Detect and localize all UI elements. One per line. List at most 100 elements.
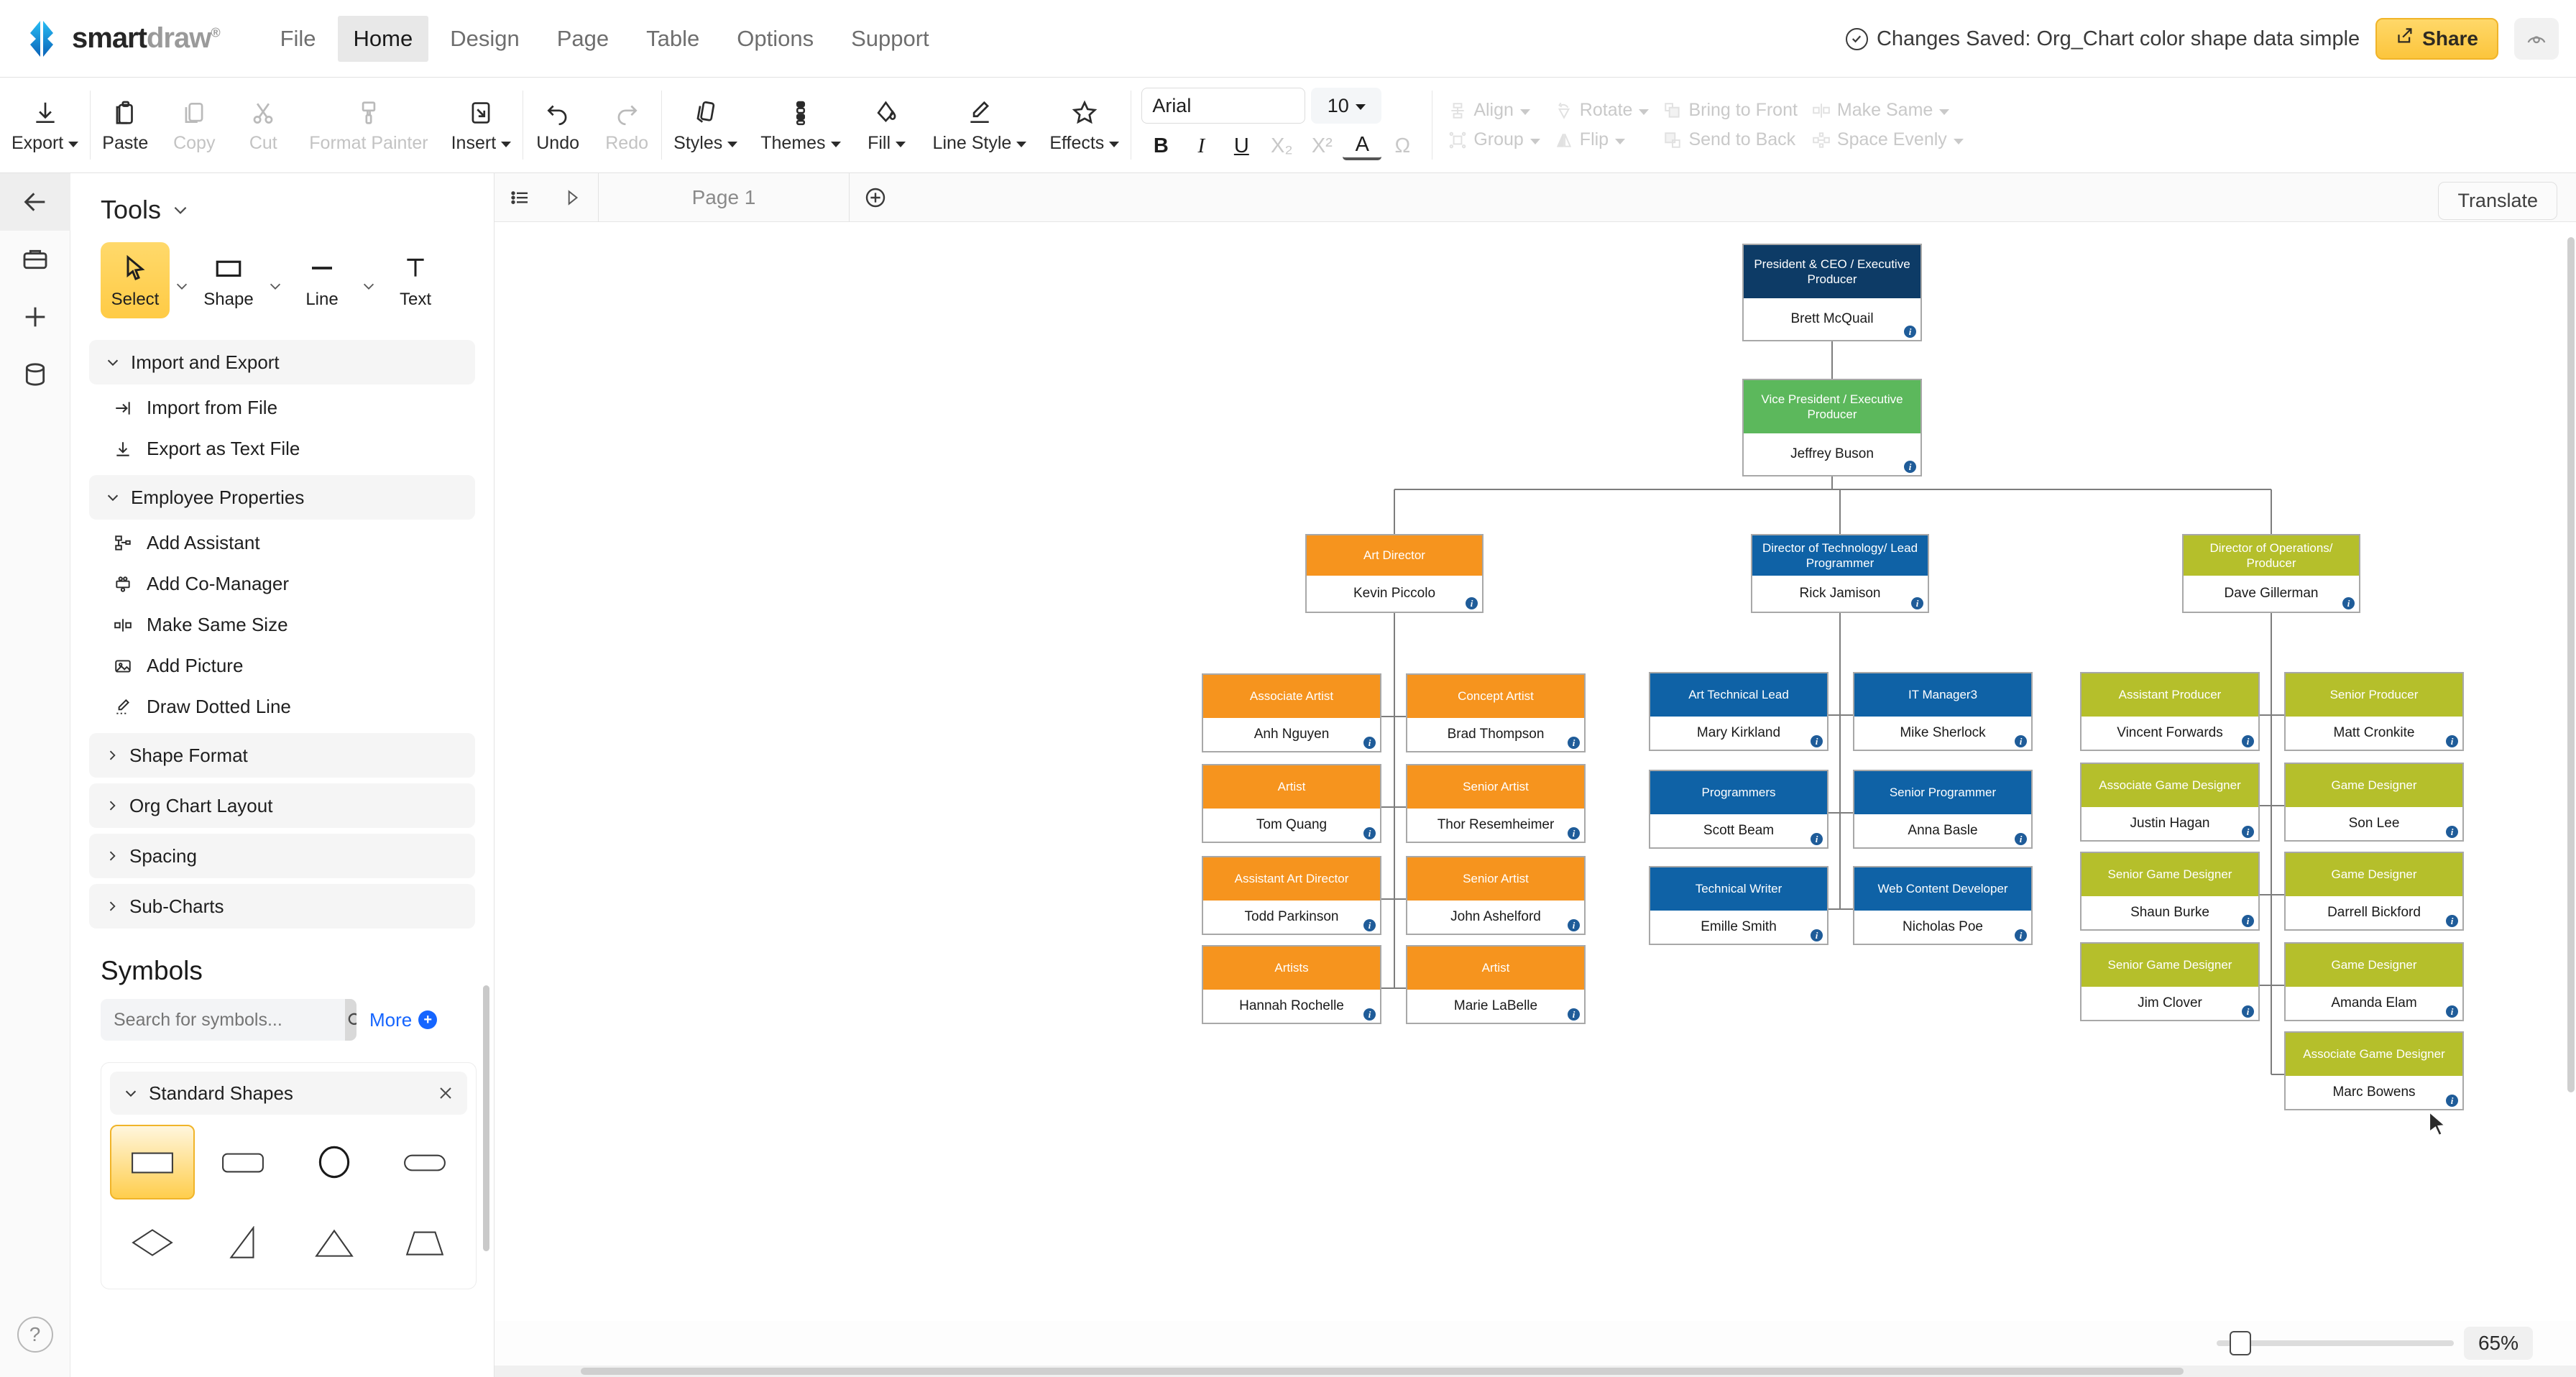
rail-toolbox-button[interactable] [0,231,70,288]
panel-scrollbar[interactable] [483,985,489,1251]
menu-item-design[interactable]: Design [450,25,520,51]
menu-item-export-as-text-file[interactable]: Export as Text File [70,428,494,469]
menu-item-table[interactable]: Table [646,25,700,51]
menu-item-home[interactable]: Home [337,15,429,62]
magnifier-icon[interactable] [345,999,356,1041]
redo-button[interactable]: Redo [592,78,661,172]
shape-rounded-rectangle[interactable] [201,1125,285,1199]
info-icon[interactable]: i [1568,737,1580,749]
info-icon[interactable]: i [2015,929,2027,941]
page-tab-1[interactable]: Page 1 [691,185,756,208]
smartdraw-logo[interactable]: smartdraw® [22,19,221,59]
font-size-select[interactable]: 10 [1311,88,1382,124]
menu-item-add-assistant[interactable]: Add Assistant [70,522,494,563]
insert-button[interactable]: Insert [440,78,523,172]
rail-back-button[interactable] [0,173,70,231]
styles-button[interactable]: Styles [662,78,749,172]
shape-diamond[interactable] [110,1205,195,1280]
play-triangle-icon[interactable] [546,173,598,222]
info-icon[interactable]: i [1904,461,1916,473]
info-icon[interactable]: i [1363,827,1376,839]
info-icon[interactable]: i [1466,597,1478,609]
paste-button[interactable]: Paste [91,78,160,172]
preview-eye-icon[interactable] [2514,18,2559,60]
undo-button[interactable]: Undo [523,78,592,172]
menu-item-add-co-manager[interactable]: Add Co-Manager [70,563,494,604]
align-button[interactable]: Align [1448,100,1540,121]
info-icon[interactable]: i [1363,919,1376,931]
help-button[interactable]: ? [17,1317,53,1353]
symbol-button[interactable]: Ω [1394,134,1411,157]
subscript-button[interactable]: X₂ [1271,134,1293,157]
section-shape-format[interactable]: Shape Format [89,733,475,778]
close-icon[interactable] [437,1084,454,1102]
bring-to-front-button[interactable]: Bring to Front [1663,100,1798,121]
info-icon[interactable]: i [1904,326,1916,338]
canvas-horizontal-scrollbar[interactable] [494,1366,2576,1377]
fill-button[interactable]: Fill [852,78,921,172]
rail-data-button[interactable] [0,346,70,403]
info-icon[interactable]: i [1911,597,1923,609]
info-icon[interactable]: i [1363,737,1376,749]
font-family-input[interactable] [1141,88,1306,124]
info-icon[interactable]: i [2446,735,2458,747]
superscript-button[interactable]: X² [1311,134,1333,157]
info-icon[interactable]: i [2242,1005,2254,1018]
info-icon[interactable]: i [2342,597,2355,609]
shape-stadium[interactable] [382,1125,467,1199]
list-view-icon[interactable] [494,173,546,222]
effects-button[interactable]: Effects [1038,78,1131,172]
canvas-vertical-scrollbar[interactable] [2567,237,2575,1092]
flip-button[interactable]: Flip [1555,129,1650,150]
chevron-down-icon[interactable] [267,278,283,294]
section-sub-charts[interactable]: Sub-Charts [89,884,475,929]
info-icon[interactable]: i [1568,1008,1580,1021]
zoom-slider[interactable] [2216,1331,2454,1355]
info-icon[interactable]: i [2446,826,2458,838]
info-icon[interactable]: i [2242,735,2254,747]
zoom-slider-thumb[interactable] [2229,1331,2251,1355]
section-employee-properties[interactable]: Employee Properties [89,475,475,520]
info-icon[interactable]: i [2015,735,2027,747]
menu-item-add-picture[interactable]: Add Picture [70,645,494,686]
text-color-button[interactable]: A [1343,132,1382,160]
more-symbols-link[interactable]: More + [369,1009,438,1031]
info-icon[interactable]: i [1811,735,1823,747]
info-icon[interactable]: i [2446,915,2458,927]
info-icon[interactable]: i [2242,915,2254,927]
menu-item-options[interactable]: Options [737,25,814,51]
underline-button[interactable]: U [1233,134,1249,157]
menu-item-draw-dotted-line[interactable]: Draw Dotted Line [70,686,494,727]
section-spacing[interactable]: Spacing [89,834,475,878]
shape-circle[interactable] [292,1125,377,1199]
info-icon[interactable]: i [1363,1008,1376,1021]
info-icon[interactable]: i [2446,1005,2458,1018]
tool-select[interactable]: Select [101,242,170,318]
shape-right-triangle[interactable] [201,1205,285,1280]
chevron-down-icon[interactable] [174,278,190,294]
rail-add-button[interactable] [0,288,70,346]
export-button[interactable]: Export [0,78,90,172]
chevron-down-icon[interactable] [361,278,377,294]
info-icon[interactable]: i [1568,827,1580,839]
shape-trapezoid[interactable] [382,1205,467,1280]
